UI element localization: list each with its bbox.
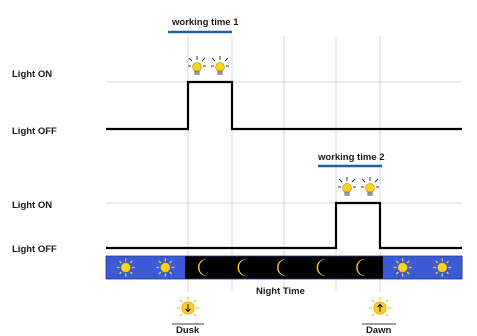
working-time-1-label: working time 1 (171, 17, 239, 28)
working-time-2-label: working time 2 (317, 152, 385, 163)
night-segment (303, 256, 344, 279)
light-bulb-icon (360, 176, 380, 196)
sun-icon (432, 257, 452, 278)
dusk-label: Dusk (176, 325, 200, 336)
night-segment (264, 256, 305, 279)
light-off-label-2: Light OFF (12, 244, 57, 255)
signal-2-trace (106, 201, 462, 250)
level-lines (106, 81, 462, 204)
night-segment (185, 256, 226, 279)
dawn-icon (369, 297, 391, 317)
signal-1-trace (106, 80, 462, 131)
day-night-band (105, 255, 463, 280)
night-segment (224, 256, 265, 279)
sun-icon (155, 257, 175, 278)
light-off-label-1: Light OFF (12, 126, 57, 137)
light-bulb-icon (187, 55, 207, 75)
band-border (105, 255, 463, 280)
light-bulb-icon (337, 176, 357, 196)
light-bulb-icon (210, 55, 230, 75)
light-on-label-1: Light ON (12, 69, 52, 80)
sun-icon (116, 257, 136, 278)
dawn-label: Dawn (366, 325, 392, 336)
grid-lines (187, 36, 381, 292)
light-on-label-2: Light ON (12, 200, 52, 211)
sun-icon (393, 257, 413, 278)
night-segment (343, 256, 384, 279)
night-time-label: Night Time (256, 286, 305, 297)
dusk-icon (177, 297, 199, 317)
